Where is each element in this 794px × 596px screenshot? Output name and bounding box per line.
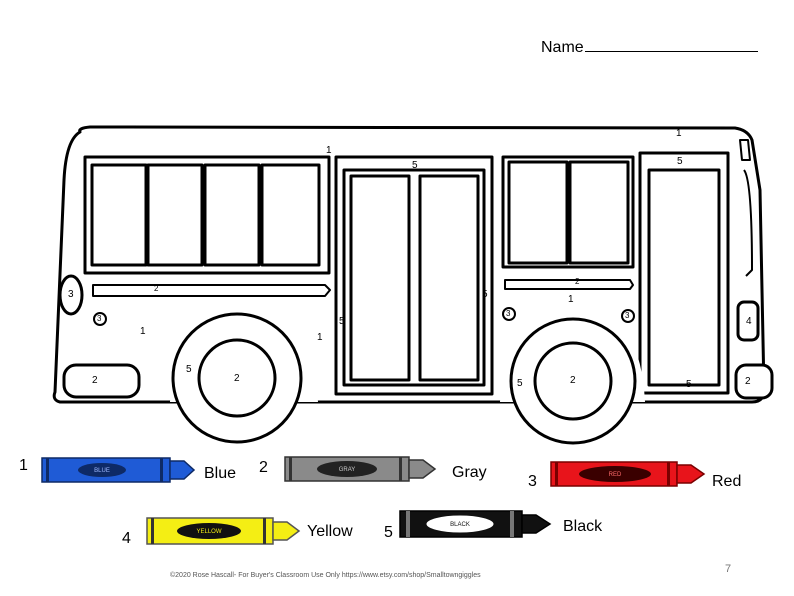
legend-color-word: Blue (204, 465, 237, 482)
right-window-frame (501, 155, 635, 269)
yellow-crayon-icon: YELLOW (146, 517, 301, 545)
crayon-label: YELLOW (196, 529, 221, 535)
bus-number: 1 (326, 145, 332, 156)
legend-number: 4 (122, 530, 131, 547)
bus-number: 3 (625, 311, 630, 320)
name-field: Name (541, 36, 758, 57)
legend-color-word: Red (712, 473, 742, 490)
legend-number: 5 (384, 524, 393, 541)
bus-number: 2 (745, 376, 751, 387)
bus-number: 5 (677, 156, 683, 167)
bus-number: 2 (92, 375, 98, 386)
left-window-frame (83, 155, 331, 275)
bus-number: 5 (412, 160, 418, 171)
bus-number: 5 (686, 379, 692, 390)
blue-crayon-icon: BLUE (41, 457, 196, 483)
bus-number: 2 (570, 375, 576, 386)
crayon-label: BLACK (450, 522, 470, 528)
front-door (334, 155, 494, 396)
legend-color-word: Black (563, 518, 603, 535)
black-crayon-icon: BLACK (399, 510, 552, 538)
legend-number: 1 (19, 457, 28, 474)
page-number: 7 (725, 563, 732, 575)
bus-number: 1 (568, 294, 574, 305)
bus-number: 3 (506, 309, 511, 318)
bus-number: 1 (317, 332, 323, 343)
bus-number: 5 (339, 316, 345, 327)
bus-number: 4 (746, 316, 752, 327)
legend-color-word: Gray (452, 464, 487, 481)
bus-number: 2 (234, 373, 240, 384)
bus-number: 2 (575, 277, 580, 286)
bus-number: 5 (186, 364, 192, 375)
rear-door (638, 151, 730, 395)
name-label: Name (541, 39, 584, 56)
legend-color-word: Yellow (307, 523, 353, 540)
bus-number: 1 (676, 128, 682, 139)
legend-number: 2 (259, 459, 268, 476)
crayon-label: RED (609, 472, 622, 478)
gray-crayon-icon: GRAY (284, 456, 437, 482)
left-wheel (171, 312, 303, 444)
bus-number: 2 (154, 284, 159, 293)
bus-outline-drawing (52, 125, 774, 445)
legend-number: 3 (528, 473, 537, 490)
bus-number: 5 (482, 289, 488, 300)
copyright-footer: ©2020 Rose Hascall- For Buyer's Classroo… (170, 572, 481, 579)
crayon-label: BLUE (94, 468, 110, 474)
bus-number: 5 (517, 378, 523, 389)
right-wheel (509, 317, 637, 445)
bus-number: 3 (97, 314, 102, 323)
bus-number: 3 (68, 289, 74, 300)
red-crayon-icon: RED (550, 461, 706, 487)
bus-number: 1 (140, 326, 146, 337)
crayon-label: GRAY (339, 467, 356, 473)
name-blank-line (584, 36, 758, 52)
